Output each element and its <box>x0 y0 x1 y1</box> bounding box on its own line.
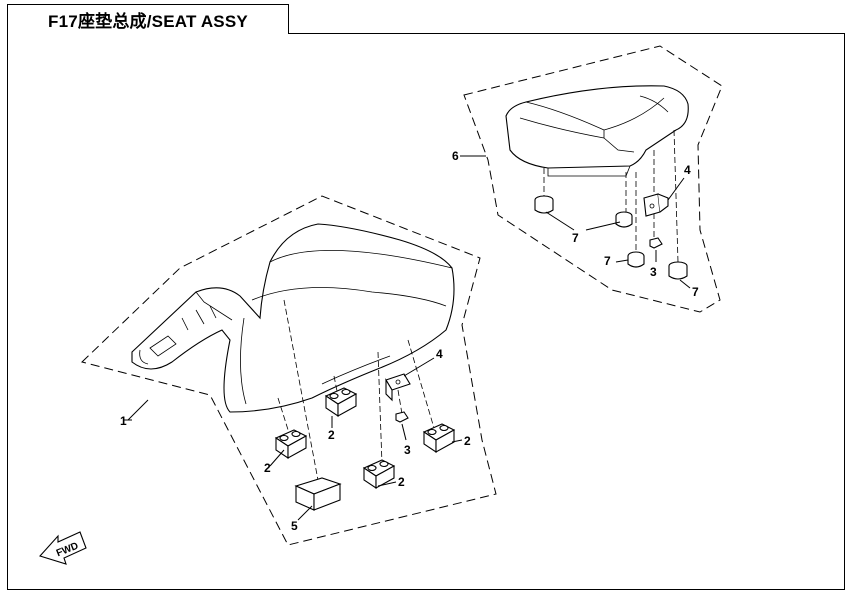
leader-5 <box>297 505 313 521</box>
bracket-4-front <box>385 373 411 402</box>
leader-4b <box>667 177 685 201</box>
callout-7b: 7 <box>604 254 611 268</box>
projection-line-2c <box>377 351 383 465</box>
front-seat <box>131 223 455 413</box>
damper-7-b <box>615 211 633 228</box>
projection-line-7d <box>673 129 679 263</box>
leader-2a <box>269 449 285 467</box>
nut-3-front <box>395 411 409 423</box>
projection-line-2d <box>407 339 435 429</box>
drawing-frame <box>7 33 845 590</box>
diagram-title: F17座垫总成/SEAT ASSY <box>48 12 248 31</box>
damper-7-c <box>627 251 645 268</box>
damper-7-a <box>534 195 554 214</box>
callout-2a: 2 <box>264 461 271 475</box>
projection-line-2b <box>333 375 339 397</box>
projection-line-2a <box>277 397 291 437</box>
callout-1: 1 <box>120 414 127 428</box>
rear-seat-group-boundary <box>463 45 723 313</box>
projection-line-3 <box>397 389 403 415</box>
leader-7a-2 <box>585 221 621 231</box>
leader-4a <box>403 357 435 377</box>
fwd-arrow-icon: FWD <box>39 531 87 565</box>
leader-3a <box>401 423 407 441</box>
callout-4b: 4 <box>684 163 691 177</box>
leader-7b <box>615 259 629 263</box>
leader-2d <box>451 439 463 443</box>
callout-7a: 7 <box>572 231 579 245</box>
leader-1 <box>127 399 149 421</box>
callout-5: 5 <box>291 519 298 533</box>
pad-5 <box>294 477 342 511</box>
cushion-2-d <box>422 423 456 454</box>
cushion-2-c <box>362 459 396 490</box>
callout-3a: 3 <box>404 443 411 457</box>
callout-2c: 2 <box>398 475 405 489</box>
cushion-2-b <box>324 387 358 418</box>
leader-2c <box>377 481 397 487</box>
rear-seat-cowl <box>505 85 689 177</box>
callout-7c: 7 <box>692 285 699 299</box>
nut-3-rear <box>649 237 663 249</box>
damper-7-d <box>668 261 688 280</box>
callout-2b: 2 <box>328 428 335 442</box>
projection-line-5 <box>283 299 319 481</box>
leader-7a-1 <box>545 211 575 231</box>
callout-3b: 3 <box>650 265 657 279</box>
cushion-2-a <box>274 429 308 460</box>
bracket-4-rear <box>643 193 669 217</box>
front-seat-group-boundary <box>81 195 497 546</box>
leader-7c <box>679 279 691 289</box>
title-box: F17座垫总成/SEAT ASSY <box>7 4 289 34</box>
callout-2d: 2 <box>464 434 471 448</box>
callout-6: 6 <box>452 149 459 163</box>
callout-4a: 4 <box>436 347 443 361</box>
